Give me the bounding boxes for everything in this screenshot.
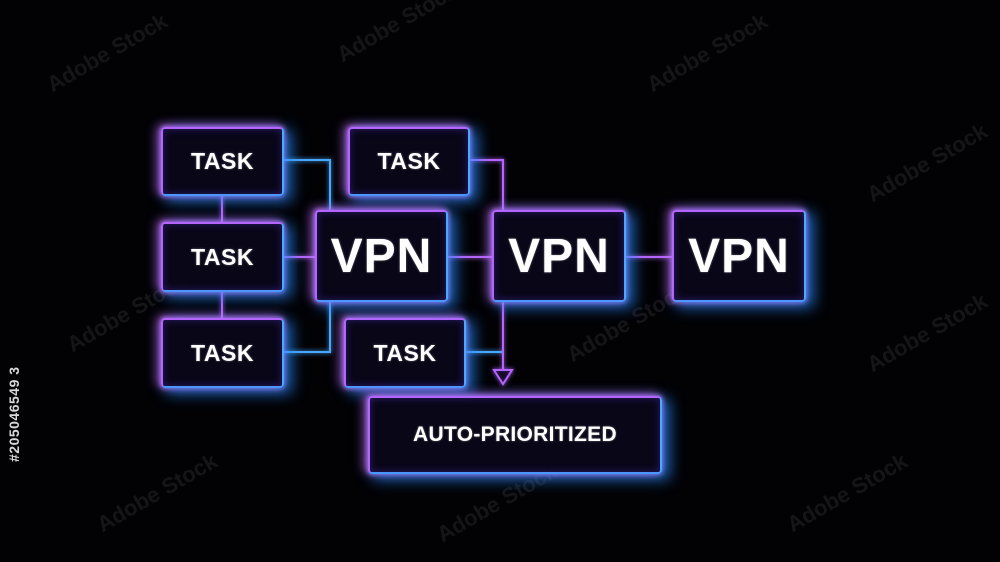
vpn-label: VPN	[508, 229, 610, 283]
task-node-3: TASK	[161, 318, 284, 388]
connector-task4-vpn2	[470, 159, 504, 210]
vpn-label: VPN	[688, 229, 790, 283]
task-label: TASK	[191, 148, 254, 174]
connector-task3-vpn1	[284, 302, 331, 353]
task-label: TASK	[191, 339, 254, 366]
vpn-node-2: VPN	[492, 210, 626, 302]
vpn-node-1: VPN	[315, 210, 448, 302]
arrow-head-icon	[492, 369, 514, 386]
auto-prioritized-node: AUTO-PRIORITIZED	[368, 396, 662, 474]
connector-task1-vpn1	[284, 159, 331, 210]
task-label: TASK	[373, 339, 437, 366]
task-node-5: TASK	[344, 318, 466, 388]
task-node-4: TASK	[348, 127, 470, 196]
vpn-label: VPN	[330, 229, 433, 283]
vpn-node-3: VPN	[672, 210, 806, 302]
task-label: TASK	[191, 243, 254, 270]
task-label: TASK	[377, 148, 441, 174]
auto-prioritized-label: AUTO-PRIORITIZED	[413, 423, 617, 446]
task-node-2: TASK	[161, 222, 284, 292]
task-node-1: TASK	[161, 127, 284, 196]
